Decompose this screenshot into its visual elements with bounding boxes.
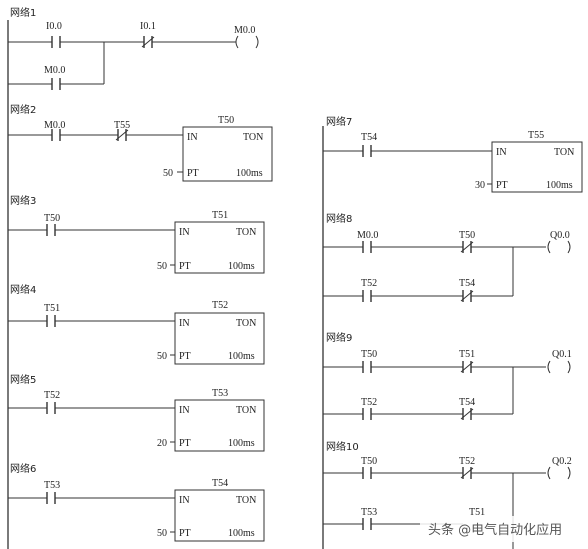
watermark: 头条 @电气自动化应用 xyxy=(420,516,584,542)
contact-label: T50 xyxy=(459,230,475,241)
timer-in-label: IN xyxy=(179,227,190,238)
coil xyxy=(547,466,571,480)
coil-label: Q0.2 xyxy=(552,456,572,467)
timer-type: TON xyxy=(236,495,256,506)
coil-label: Q0.1 xyxy=(552,349,572,360)
timer-type: TON xyxy=(236,405,256,416)
contact-label: T52 xyxy=(459,456,475,467)
timer-type: TON xyxy=(554,147,574,158)
contact-label: T54 xyxy=(459,397,475,408)
contact-label: T53 xyxy=(44,480,60,491)
timer-box xyxy=(174,312,265,365)
timer-preset: 50 xyxy=(157,261,167,272)
timer-resolution: 100ms xyxy=(228,261,255,272)
network-7: 网络7 T54 T55 IN TON PT 100ms 30 xyxy=(323,115,583,193)
timer-pt-label: PT xyxy=(179,438,191,449)
timer-pt-label: PT xyxy=(187,168,199,179)
network-6-title: 网络6 xyxy=(10,462,36,475)
contact-label: T50 xyxy=(44,213,60,224)
contact-label: T52 xyxy=(44,390,60,401)
timer-name: T53 xyxy=(212,388,228,399)
contact-label: T52 xyxy=(361,278,377,289)
timer-box xyxy=(174,399,265,452)
contact-label: T52 xyxy=(361,397,377,408)
timer-name: T52 xyxy=(212,300,228,311)
timer-in-label: IN xyxy=(179,405,190,416)
contact-label: T53 xyxy=(361,507,377,518)
network-5-title: 网络5 xyxy=(10,373,36,386)
network-6: 网络6 T53 T54 IN TON PT 100ms 50 xyxy=(8,462,265,542)
network-9-title: 网络9 xyxy=(326,331,352,344)
network-1-title: 网络1 xyxy=(10,6,36,19)
timer-preset: 50 xyxy=(163,168,173,179)
contact-label: I0.1 xyxy=(140,21,156,32)
timer-type: TON xyxy=(236,227,256,238)
timer-preset: 50 xyxy=(157,351,167,362)
contact-label: T50 xyxy=(361,456,377,467)
timer-resolution: 100ms xyxy=(228,351,255,362)
timer-resolution: 100ms xyxy=(546,180,573,191)
timer-pt-label: PT xyxy=(496,180,508,191)
contact-label: T51 xyxy=(469,507,485,518)
network-1: 网络1 I0.0 I0.1 M0.0 M0.0 xyxy=(8,6,259,90)
network-5: 网络5 T52 T53 IN TON PT 100ms 20 xyxy=(8,373,265,452)
contact-label: M0.0 xyxy=(357,230,378,241)
network-4: 网络4 T51 T52 IN TON PT 100ms 50 xyxy=(8,283,265,365)
timer-resolution: 100ms xyxy=(228,528,255,539)
timer-box xyxy=(174,221,265,274)
timer-in-label: IN xyxy=(496,147,507,158)
timer-preset: 20 xyxy=(157,438,167,449)
timer-type: TON xyxy=(243,132,263,143)
timer-in-label: IN xyxy=(187,132,198,143)
network-4-title: 网络4 xyxy=(10,283,36,296)
timer-type: TON xyxy=(236,318,256,329)
timer-in-label: IN xyxy=(179,318,190,329)
coil-label: Q0.0 xyxy=(550,230,570,241)
coil xyxy=(547,240,571,254)
timer-name: T51 xyxy=(212,210,228,221)
timer-pt-label: PT xyxy=(179,261,191,272)
timer-preset: 50 xyxy=(157,528,167,539)
contact-label: M0.0 xyxy=(44,120,65,131)
watermark-text: 头条 @电气自动化应用 xyxy=(428,522,562,538)
network-8: 网络8 M0.0 T50 Q0.0 T52 T54 xyxy=(323,212,571,302)
timer-name: T55 xyxy=(528,130,544,141)
timer-box xyxy=(182,126,273,182)
network-3: 网络3 T50 T51 IN TON PT 100ms 50 xyxy=(8,194,265,274)
network-7-title: 网络7 xyxy=(326,115,352,128)
timer-name: T50 xyxy=(218,115,234,126)
timer-resolution: 100ms xyxy=(236,168,263,179)
timer-pt-label: PT xyxy=(179,528,191,539)
network-10-title: 网络10 xyxy=(326,440,359,453)
timer-in-label: IN xyxy=(179,495,190,506)
coil-label: M0.0 xyxy=(234,25,255,36)
contact-label: T51 xyxy=(44,303,60,314)
network-2: 网络2 M0.0 T55 T50 IN TON PT 100ms 50 xyxy=(8,103,273,182)
contact-label: T51 xyxy=(459,349,475,360)
contact-label: T55 xyxy=(114,120,130,131)
network-3-title: 网络3 xyxy=(10,194,36,207)
contact-label: I0.0 xyxy=(46,21,62,32)
contact-label: T54 xyxy=(361,132,377,143)
network-8-title: 网络8 xyxy=(326,212,352,225)
timer-box xyxy=(174,489,265,542)
network-9: 网络9 T50 T51 Q0.1 T52 T54 xyxy=(323,331,572,420)
contact-label: T50 xyxy=(361,349,377,360)
timer-name: T54 xyxy=(212,478,228,489)
timer-resolution: 100ms xyxy=(228,438,255,449)
network-2-title: 网络2 xyxy=(10,103,36,116)
timer-box xyxy=(491,141,583,193)
contact-label: T54 xyxy=(459,278,475,289)
timer-preset: 30 xyxy=(475,180,485,191)
contact-label: M0.0 xyxy=(44,65,65,76)
timer-pt-label: PT xyxy=(179,351,191,362)
coil xyxy=(235,35,259,49)
coil xyxy=(547,360,571,374)
